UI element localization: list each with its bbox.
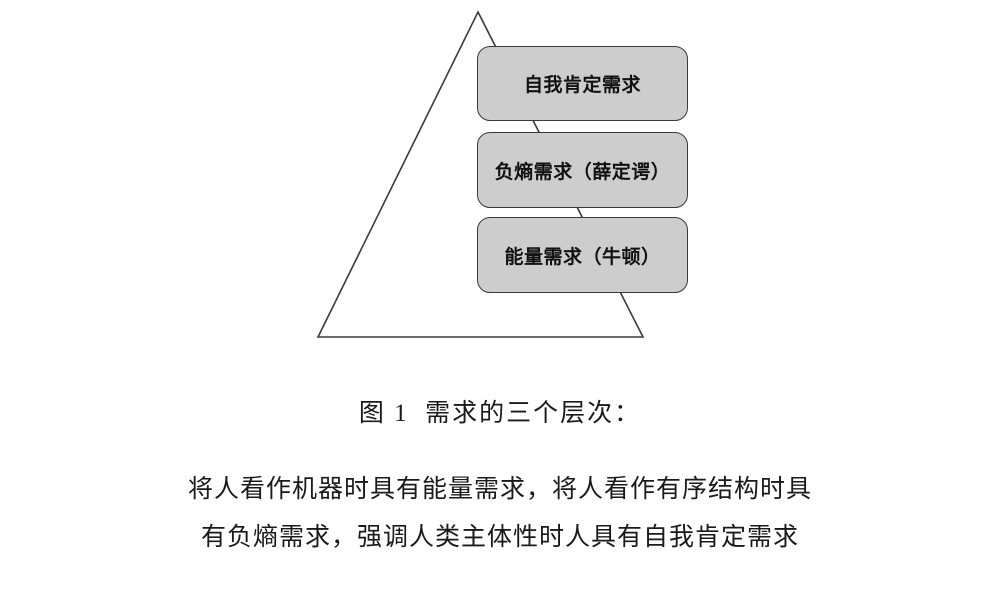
caption-description-line: 将人看作机器时具有能量需求，将人看作有序结构时具 (187, 476, 812, 503)
need-level-box-self-affirmation[interactable]: 自我肯定需求 (477, 46, 688, 121)
need-level-box-negentropy[interactable]: 负熵需求（薛定谔） (477, 132, 688, 208)
need-level-label: 自我肯定需求 (523, 74, 641, 96)
need-level-label: 负熵需求（薛定谔） (494, 160, 671, 183)
need-level-box-energy[interactable]: 能量需求（牛顿） (477, 217, 688, 293)
caption-description-line: 有负熵需求，强调人类主体性时人具有自我肯定需求 (200, 524, 799, 551)
figure-caption-title: 图 1 需求的三个层次： (358, 400, 642, 427)
caption-block: 图 1 需求的三个层次： 将人看作机器时具有能量需求，将人看作有序结构时具 有负… (0, 392, 1000, 562)
figure-caption-description: 将人看作机器时具有能量需求，将人看作有序结构时具 有负熵需求，强调人类主体性时人… (0, 466, 1000, 562)
figure-diagram: 自我肯定需求 负熵需求（薛定谔） 能量需求（牛顿） (316, 10, 688, 338)
need-level-label: 能量需求（牛顿） (504, 245, 661, 268)
